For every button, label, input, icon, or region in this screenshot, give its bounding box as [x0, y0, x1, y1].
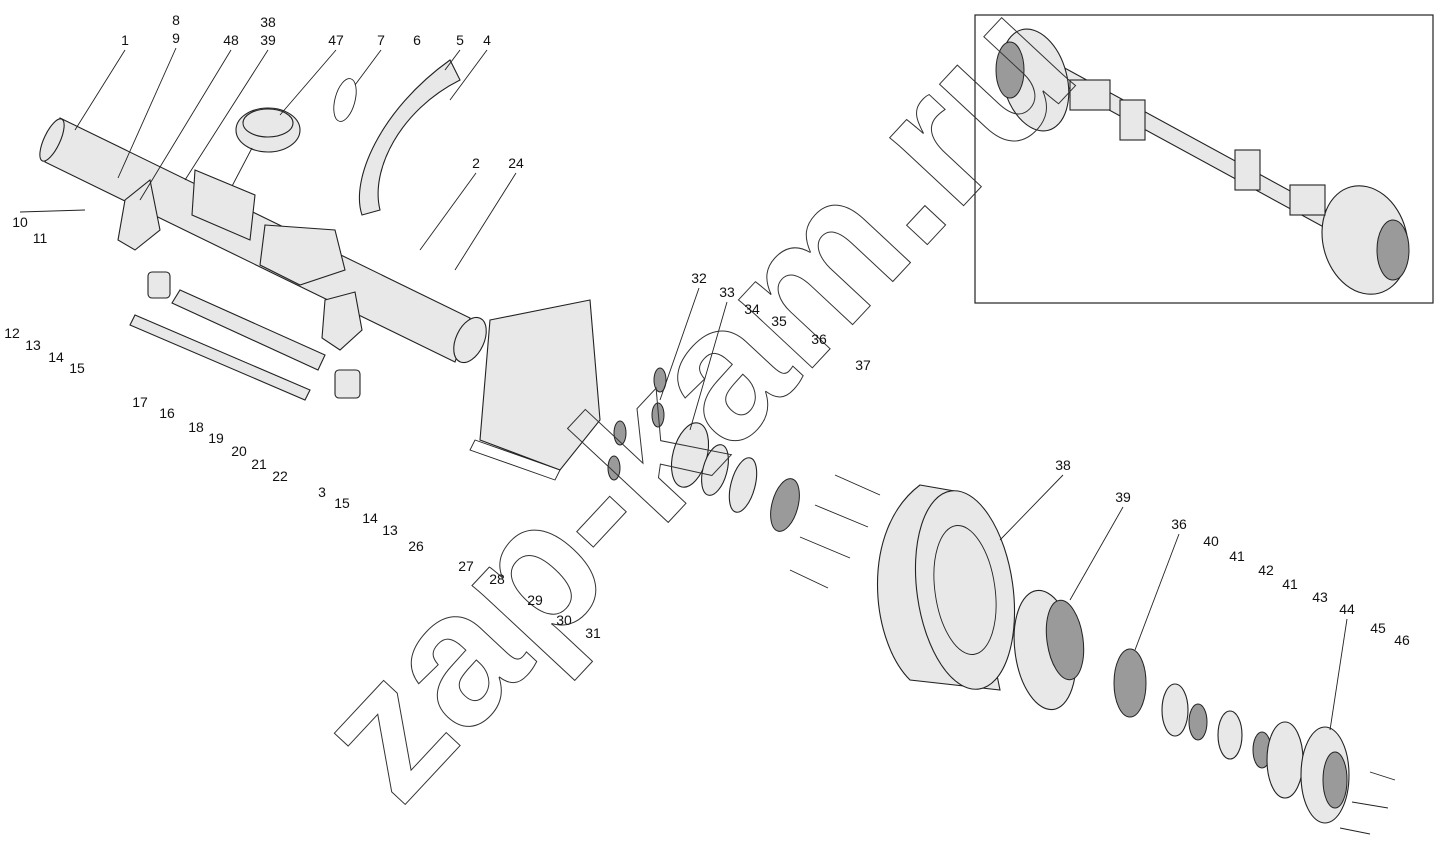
brake-spider [259, 224, 346, 286]
bracket-plate [191, 169, 256, 241]
brake-chamber [229, 107, 301, 191]
part-number-label: 38 [1055, 457, 1071, 473]
part-number-label: 39 [260, 32, 276, 48]
part-number-label: 5 [456, 32, 464, 48]
part-number-label: 7 [377, 32, 385, 48]
cam-bracket [321, 291, 363, 351]
part-number-label: 38 [260, 14, 276, 30]
dust-shield [358, 59, 461, 216]
seals-and-bearings [670, 422, 800, 532]
part-number-label: 13 [25, 337, 41, 353]
part-number-label: 43 [1312, 589, 1328, 605]
part-number-label: 35 [771, 313, 787, 329]
springs [607, 367, 667, 481]
part-number-label: 41 [1229, 548, 1245, 564]
part-number-label: 20 [231, 443, 247, 459]
part-number-label: 36 [811, 331, 827, 347]
part-number-label: 36 [1171, 516, 1187, 532]
part-number-label: 15 [69, 360, 85, 376]
part-number-label: 31 [585, 625, 601, 641]
part-number-label: 9 [172, 30, 180, 46]
part-number-label: 6 [413, 32, 421, 48]
part-number-label: 41 [1282, 576, 1298, 592]
camshaft [129, 271, 361, 401]
part-number-label: 14 [48, 349, 64, 365]
part-number-label: 21 [251, 456, 267, 472]
part-number-label: 27 [458, 558, 474, 574]
part-number-label: 45 [1370, 620, 1386, 636]
part-number-label: 12 [4, 325, 20, 341]
part-number-label: 15 [334, 495, 350, 511]
part-number-label: 13 [382, 522, 398, 538]
part-number-label: 40 [1203, 533, 1219, 549]
part-number-label: 42 [1258, 562, 1274, 578]
part-number-label: 1 [121, 32, 129, 48]
part-number-label: 34 [744, 301, 760, 317]
part-number-label: 28 [489, 571, 505, 587]
leader-lines [19, 47, 1348, 731]
part-number-label: 29 [527, 592, 543, 608]
part-number-label: 46 [1394, 632, 1410, 648]
part-number-label: 44 [1339, 601, 1355, 617]
part-number-label: 48 [223, 32, 239, 48]
part-number-label: 26 [408, 538, 424, 554]
part-number-label: 4 [483, 32, 491, 48]
part-number-label: 24 [508, 155, 524, 171]
part-number-label: 32 [691, 270, 707, 286]
part-number-label: 18 [188, 419, 204, 435]
part-number-label: 17 [132, 394, 148, 410]
wheel-studs [789, 474, 881, 589]
part-number-label: 19 [208, 430, 224, 446]
brake-shoe [469, 299, 601, 481]
part-number-label: 3 [318, 484, 326, 500]
part-number-label: 30 [556, 612, 572, 628]
part-number-label: 33 [719, 284, 735, 300]
part-number-label: 16 [159, 405, 175, 421]
part-number-label: 8 [172, 12, 180, 28]
part-number-label: 22 [272, 468, 288, 484]
hub-end-parts [1113, 648, 1396, 835]
part-number-label: 14 [362, 510, 378, 526]
ring [333, 78, 357, 122]
assembly-inset [974, 14, 1434, 304]
part-number-label: 39 [1115, 489, 1131, 505]
part-number-label: 47 [328, 32, 344, 48]
part-number-label: 11 [32, 230, 48, 246]
wheel-hub [1013, 589, 1085, 711]
part-number-label: 37 [855, 357, 871, 373]
part-number-label: 10 [12, 214, 28, 230]
part-number-label: 2 [472, 155, 480, 171]
slack-adjuster [117, 179, 161, 251]
brake-drum [876, 484, 1016, 691]
